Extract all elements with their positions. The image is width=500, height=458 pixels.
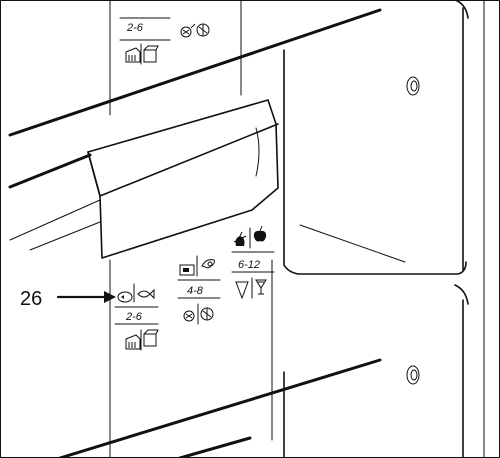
sausage-icon xyxy=(201,259,215,269)
drawer-handle-inner-curve xyxy=(255,127,260,177)
box-icon xyxy=(143,45,159,63)
drawer-handle-top xyxy=(87,123,279,197)
lower-drawer xyxy=(58,259,469,458)
wine-glass-icon xyxy=(255,279,267,295)
upper-drawer: 2-6 xyxy=(8,0,485,458)
apple-icon xyxy=(253,225,267,242)
upper-drawer-bottom-edge-left xyxy=(8,153,92,189)
upper-drawer-lower-line-2 xyxy=(29,221,101,251)
upper-drawer-front-panel xyxy=(283,49,467,275)
drawer-handle-outline xyxy=(87,99,279,259)
upper-knob-inner xyxy=(410,80,418,92)
upper-drawer-inner-diagonal xyxy=(299,224,406,263)
butter-dish-icon xyxy=(179,264,195,276)
lower-drawer-label-plate: 2-6 4-8 6-12 xyxy=(114,225,275,351)
fruit-icon xyxy=(233,231,247,246)
glass-icon xyxy=(235,281,249,300)
vegetables-icon xyxy=(180,23,196,38)
upper-drawer-lower-line xyxy=(9,199,101,241)
lower-drawer-bottom-edge xyxy=(178,436,252,458)
vegetables-icon-lower xyxy=(183,310,195,322)
upper-range-label: 2-6 xyxy=(126,22,144,34)
callout-arrowhead xyxy=(104,291,116,303)
cheese-icon-lower xyxy=(125,334,141,350)
callout-26: 26 xyxy=(20,288,116,310)
lower-knob xyxy=(406,365,420,385)
lower-drawer-top-edge xyxy=(58,358,382,458)
upper-knob xyxy=(406,76,420,96)
fish-icon xyxy=(137,288,155,300)
upper-drawer-top-edge xyxy=(8,8,382,137)
cheese-icon xyxy=(125,47,141,63)
range-label-left-2: 4-8 xyxy=(187,285,204,297)
lower-knob-inner xyxy=(410,369,418,381)
fish-meat-icon xyxy=(117,291,133,303)
range-label-right: 6-12 xyxy=(238,259,260,271)
range-label-left-1: 2-6 xyxy=(125,311,143,323)
upper-corner xyxy=(454,0,469,19)
callout-number: 26 xyxy=(20,288,42,310)
box-icon-lower xyxy=(143,329,159,347)
lower-corner xyxy=(454,284,469,305)
lettuce-icon-lower xyxy=(200,307,214,321)
lettuce-icon xyxy=(196,23,210,37)
